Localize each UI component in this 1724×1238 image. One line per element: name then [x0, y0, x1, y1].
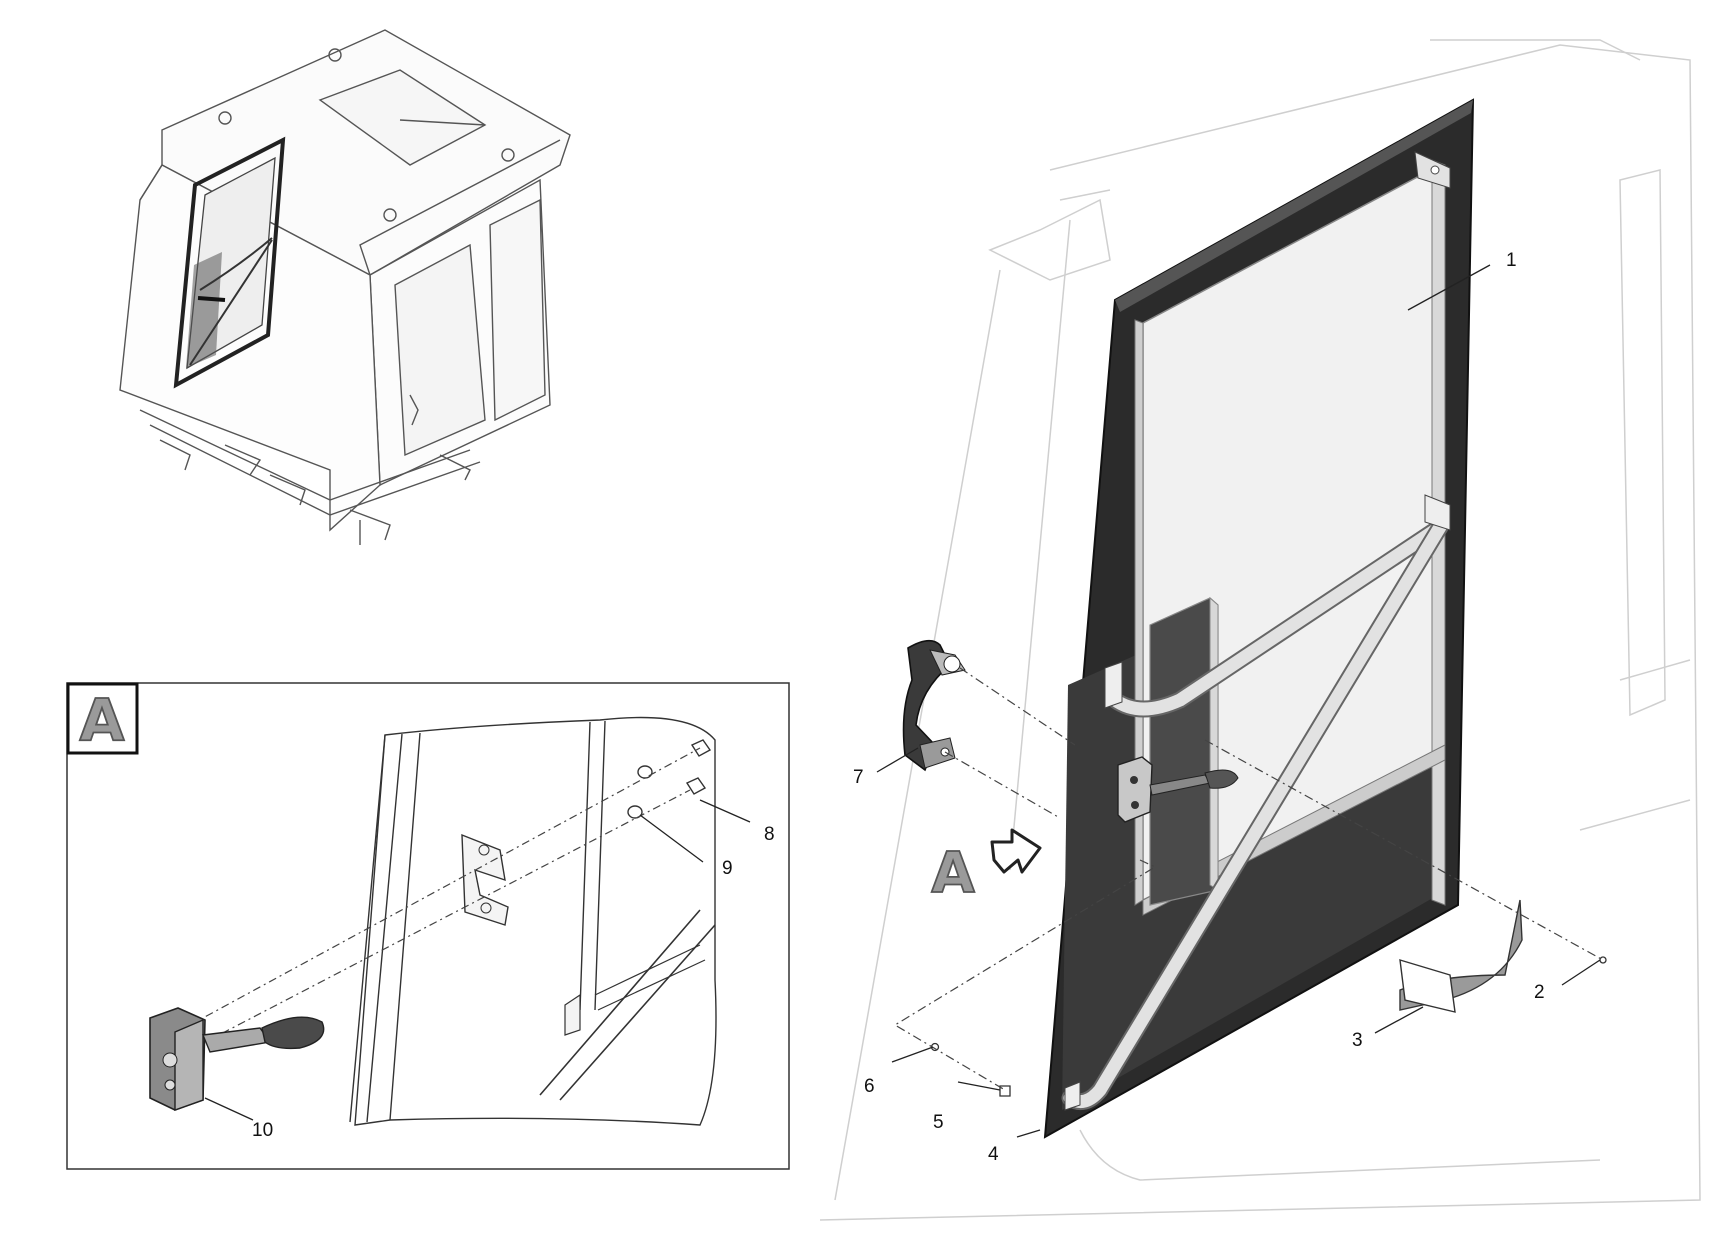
callout-6: 6: [864, 1076, 875, 1097]
assembly-lines: [893, 667, 1604, 1091]
callout-leaders: [204, 264, 1601, 1138]
door-assembly: [1043, 98, 1475, 1139]
overview-door: [173, 136, 286, 389]
callout-4: 4: [988, 1144, 999, 1165]
striker-bracket: [1399, 899, 1523, 1013]
door-latch: [1117, 756, 1239, 823]
door-handle: [902, 639, 966, 772]
callout-9: 9: [722, 858, 733, 879]
callout-2: 2: [1534, 982, 1545, 1003]
callout-3: 3: [1352, 1030, 1363, 1051]
view-direction-arrow: [990, 828, 1042, 874]
callout-1: 1: [1506, 250, 1517, 271]
cab-overview: [119, 29, 571, 545]
callout-7: 7: [853, 767, 864, 788]
view-marker-a: A: [930, 828, 1042, 907]
callout-5: 5: [933, 1112, 944, 1133]
view-marker-letter: A: [931, 841, 975, 906]
ghost-cab-outline: [819, 39, 1701, 1221]
callout-numbers: 1 2 3 4 5 6 7 8 9 10: [252, 250, 1545, 1165]
fasteners: [930, 956, 1607, 1097]
detail-washers: [627, 739, 712, 819]
detail-latch: [149, 1007, 325, 1111]
callout-8: 8: [764, 824, 775, 845]
detail-letter: A: [80, 686, 125, 754]
callout-10: 10: [252, 1120, 273, 1141]
detail-view-a: A: [66, 682, 790, 1170]
detail-door-sheet: [354, 716, 717, 1126]
